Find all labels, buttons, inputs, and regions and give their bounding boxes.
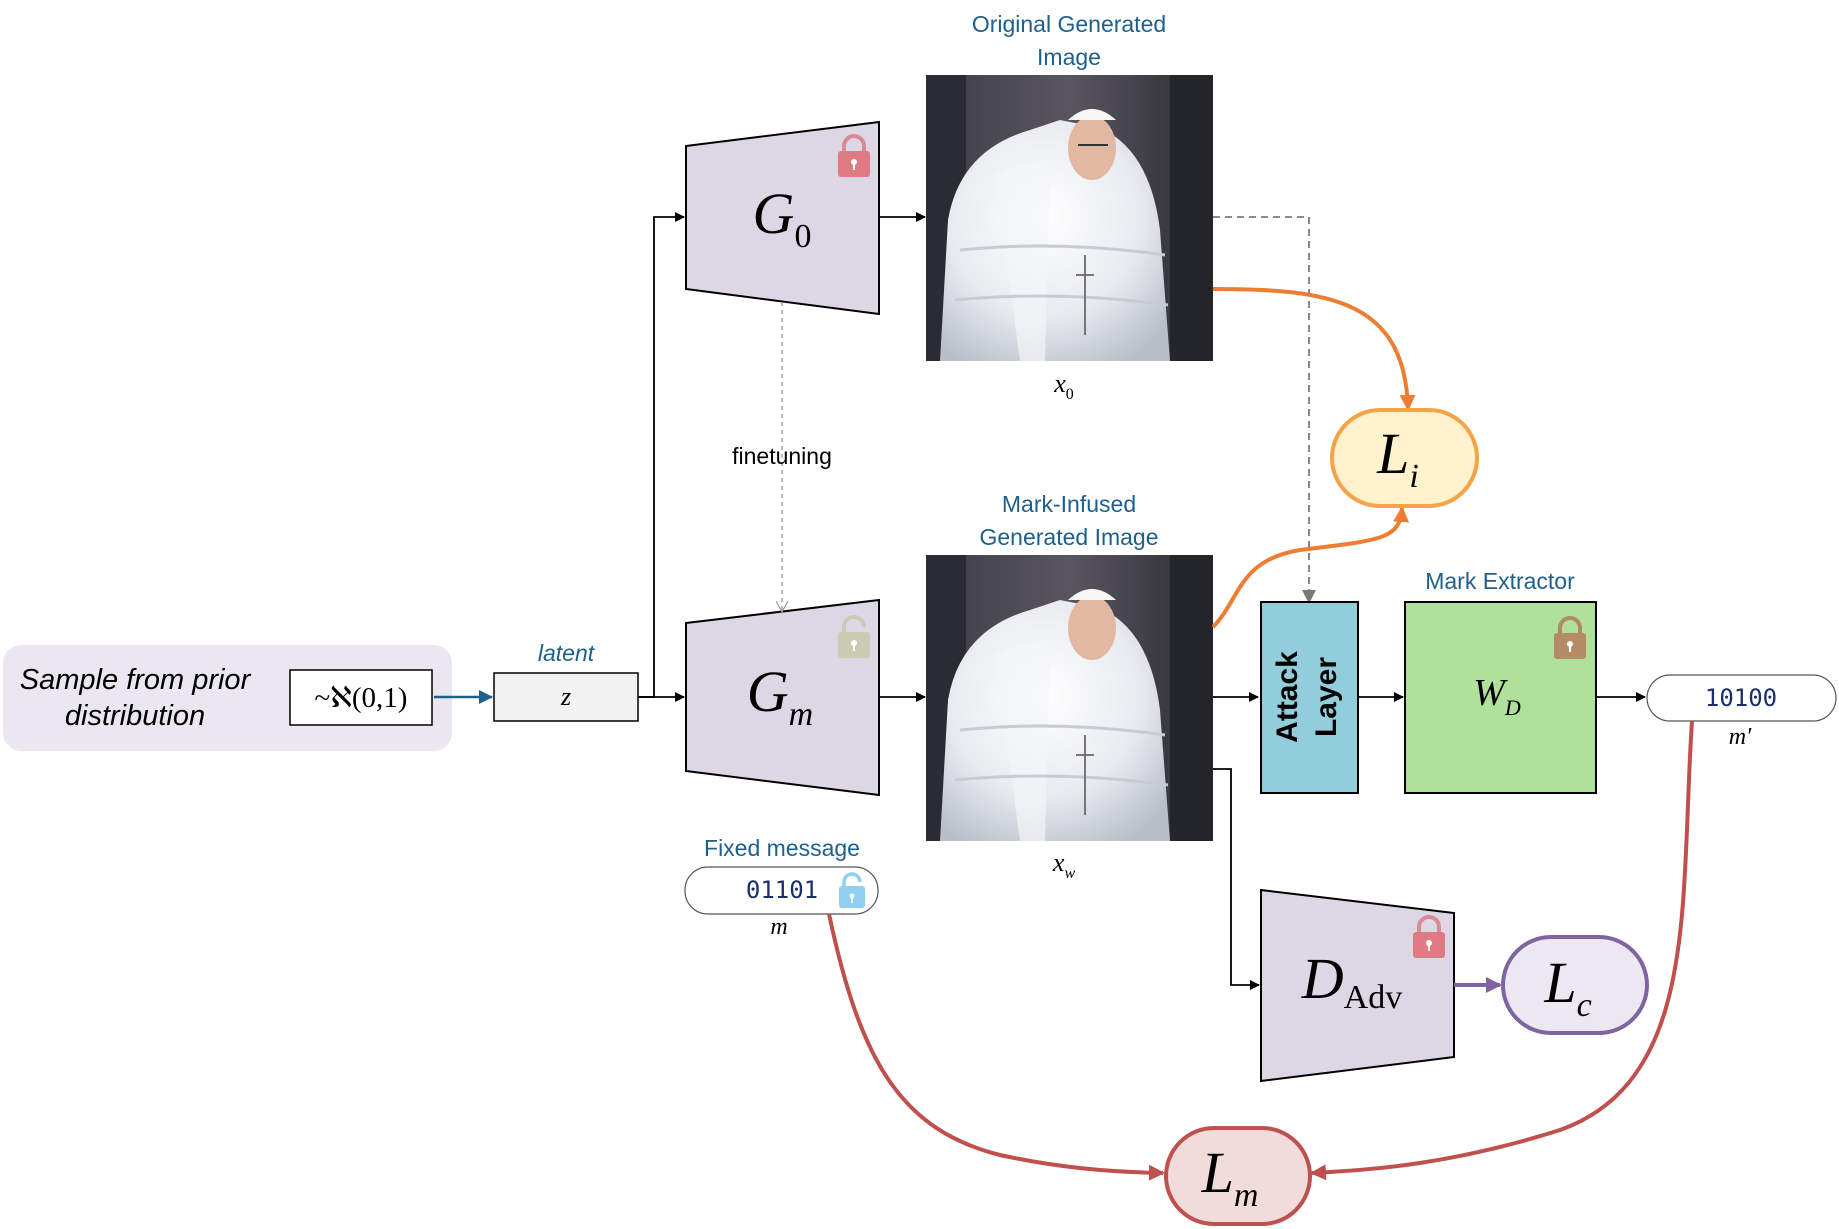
- latent-caption: latent: [538, 640, 596, 666]
- svg-text:~ℵ(0,1): ~ℵ(0,1): [315, 682, 408, 714]
- mark-infused-image: [926, 555, 1213, 841]
- g0-letter: G: [753, 181, 795, 246]
- loss-li: Li: [1330, 408, 1479, 508]
- li-letter: L: [1376, 421, 1409, 486]
- orange-arrow-x0-to-li: [1212, 287, 1416, 411]
- unlock-icon: [838, 615, 870, 658]
- fixed-message-label: m: [770, 914, 787, 940]
- generator-gm: Gm: [685, 598, 880, 797]
- lc-subscript: c: [1577, 987, 1592, 1024]
- lm-subscript: m: [1234, 1177, 1259, 1214]
- x0-var: x: [1053, 369, 1066, 398]
- attack-layer-line2: Layer: [1310, 657, 1343, 737]
- unlock-icon: [839, 872, 865, 908]
- dist-params: (0,1): [352, 682, 408, 714]
- lm-letter: L: [1201, 1140, 1234, 1205]
- prior-label-line2: distribution: [65, 700, 205, 732]
- prior-distribution-box: Sample from prior distribution ~ℵ(0,1): [3, 645, 452, 751]
- latent-symbol: z: [560, 682, 571, 711]
- arrow-mark-image-to-discriminator: [1213, 768, 1260, 990]
- svg-text:x0: x0: [1053, 369, 1074, 403]
- orange-arrow-xw-to-li: [1211, 506, 1410, 629]
- attack-layer-line1: Attack: [1271, 651, 1304, 743]
- svg-text:Li: Li: [1376, 421, 1419, 495]
- fixed-message-bits: 01101: [746, 876, 818, 904]
- wd-letter: W: [1473, 672, 1508, 714]
- svg-text:Lm: Lm: [1201, 1140, 1259, 1214]
- svg-text:Gm: Gm: [747, 659, 813, 733]
- dadv-letter: D: [1301, 946, 1344, 1011]
- arrow-latent-to-g0: [638, 212, 685, 698]
- original-generated-image: [926, 75, 1213, 361]
- red-arrow-m-to-lm: [827, 913, 1165, 1181]
- loss-lm: Lm: [1164, 1126, 1312, 1226]
- dadv-subscript: Adv: [1344, 979, 1403, 1016]
- li-subscript: i: [1409, 458, 1418, 495]
- generator-g0: G0: [685, 120, 880, 316]
- lock-icon: [1554, 616, 1586, 659]
- svg-text:DAdv: DAdv: [1301, 946, 1402, 1016]
- latent-box: z: [493, 672, 639, 722]
- arrow-original-to-attack: [1213, 216, 1316, 604]
- prior-label-line1: Sample from prior: [20, 664, 252, 696]
- attack-layer: Attack Layer: [1260, 601, 1359, 794]
- red-arrow-mprime-to-lm: [1310, 720, 1694, 1181]
- xw-subscript: w: [1064, 865, 1075, 882]
- svg-text:Lc: Lc: [1543, 950, 1591, 1024]
- finetuning-label: finetuning: [732, 443, 832, 469]
- discriminator-dadv: DAdv: [1260, 888, 1455, 1083]
- svg-text:xw: xw: [1052, 848, 1076, 882]
- loss-lc: Lc: [1501, 935, 1649, 1035]
- original-image-caption-line1: Original Generated: [972, 11, 1166, 37]
- fixed-message-caption: Fixed message: [704, 835, 860, 861]
- extracted-message-label: m′: [1729, 724, 1752, 750]
- mark-extractor: WD: [1404, 601, 1597, 794]
- distribution-box: ~ℵ(0,1): [289, 669, 433, 726]
- mark-image-caption-line2: Generated Image: [979, 524, 1158, 550]
- x0-subscript: 0: [1066, 386, 1074, 403]
- dist-symbol: ℵ: [330, 682, 352, 714]
- gm-subscript: m: [789, 696, 814, 733]
- extracted-message-bits: 10100: [1705, 684, 1777, 712]
- gm-letter: G: [747, 659, 789, 724]
- xw-var: x: [1052, 848, 1065, 877]
- lock-icon: [838, 134, 870, 177]
- lc-letter: L: [1543, 950, 1576, 1015]
- original-image-caption-line2: Image: [1037, 44, 1101, 70]
- lock-icon: [1413, 915, 1445, 958]
- svg-text:WD: WD: [1473, 672, 1521, 720]
- wd-subscript: D: [1504, 695, 1521, 720]
- mark-image-caption-line1: Mark-Infused: [1002, 491, 1136, 517]
- g0-subscript: 0: [794, 218, 811, 255]
- extracted-message-pill: 10100: [1646, 674, 1837, 722]
- svg-text:G0: G0: [753, 181, 812, 255]
- dist-prefix: ~: [315, 682, 331, 714]
- fixed-message-pill: 01101: [684, 866, 879, 915]
- mark-extractor-caption: Mark Extractor: [1425, 568, 1575, 594]
